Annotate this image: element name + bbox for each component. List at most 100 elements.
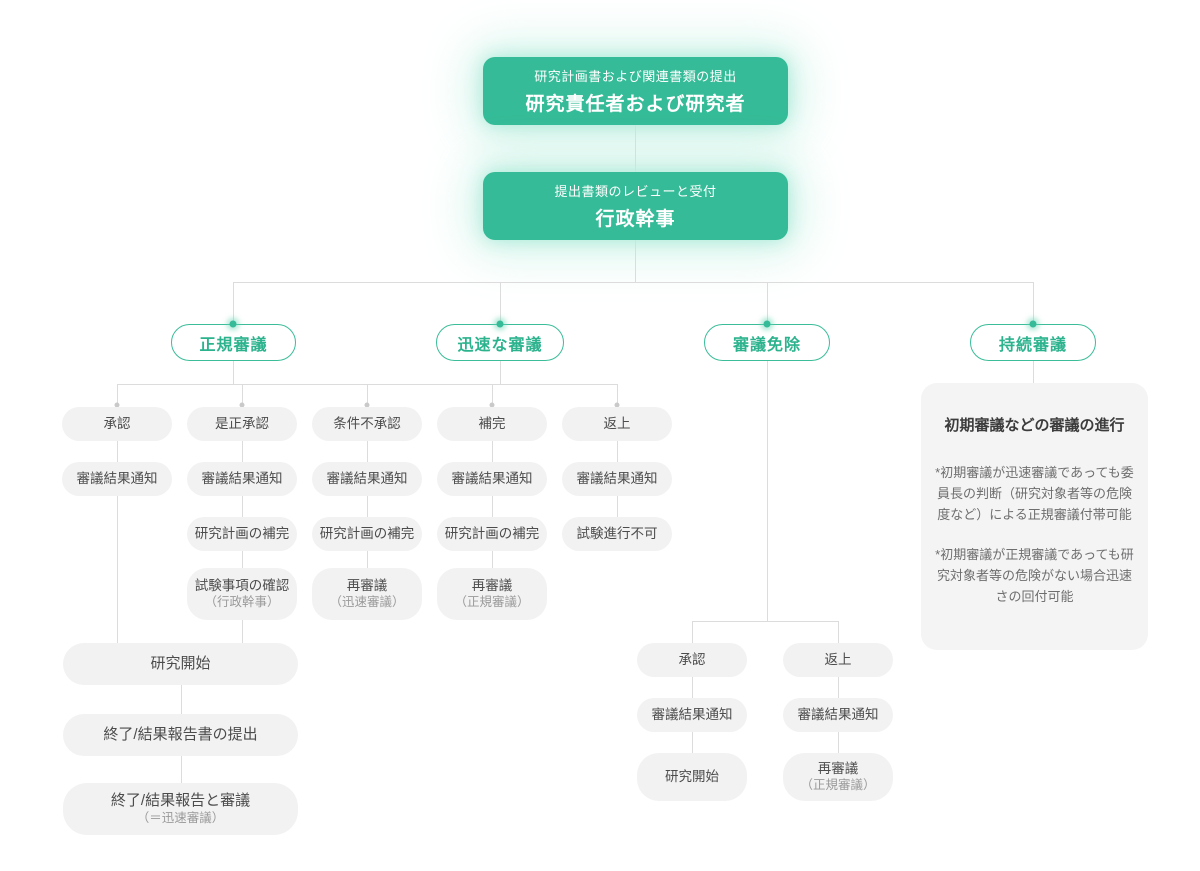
step-label: 試験進行不可 <box>576 525 658 541</box>
step-conditional-nonapproval: 条件不承認 <box>312 407 422 441</box>
step-rereview-regular: 再審議 （正規審議） <box>437 568 547 620</box>
step-study-start: 研究開始 <box>63 643 298 685</box>
step-result-notice: 審議結果通知 <box>312 462 422 496</box>
step-label: 試験事項の確認 <box>194 577 290 593</box>
step-label: 承認 <box>678 651 706 667</box>
connector-line <box>838 732 839 753</box>
step-label: 審議結果通知 <box>576 470 658 486</box>
step-supplement: 補完 <box>437 407 547 441</box>
connector-line <box>492 551 493 568</box>
branch-exempt-review: 審議免除 <box>704 324 830 361</box>
step-rereview-regular: 再審議 （正規審議） <box>783 753 893 801</box>
step-result-notice: 審議結果通知 <box>437 462 547 496</box>
connector-line <box>181 756 182 783</box>
step-label: 補完 <box>478 415 506 431</box>
note-paragraph-2: *初期審議が正規審議であっても研究対象者等の危険がない場合迅速さの回付可能 <box>935 547 1134 605</box>
step-trial-not-allowed: 試験進行不可 <box>562 517 672 551</box>
step-label: 研究計画の補完 <box>444 525 540 541</box>
connector-line <box>767 282 768 324</box>
connector-line <box>617 441 618 462</box>
note-title: 初期審議などの審議の進行 <box>944 417 1125 434</box>
step-corrective-approval: 是正承認 <box>187 407 297 441</box>
connector-line <box>492 496 493 517</box>
step-result-notice: 審議結果通知 <box>187 462 297 496</box>
connector-line <box>367 551 368 568</box>
connector-line <box>838 621 839 643</box>
connector-line <box>233 282 234 324</box>
step-result-notice: 審議結果通知 <box>637 698 747 732</box>
reception-box-title: 行政幹事 <box>595 209 676 230</box>
connector-line <box>233 282 1033 283</box>
step-confirm-items: 試験事項の確認 （行政幹事） <box>187 568 297 620</box>
step-label: 是正承認 <box>215 415 269 431</box>
connector-line <box>242 620 243 643</box>
connector-line <box>242 496 243 517</box>
step-approved: 承認 <box>637 643 747 677</box>
step-final-report-review: 終了/結果報告と審議 （＝迅速審議） <box>63 783 298 835</box>
connector-line <box>500 361 501 384</box>
step-label: 審議結果通知 <box>201 470 283 486</box>
node-dot-icon <box>114 402 120 408</box>
step-result-notice: 審議結果通知 <box>562 462 672 496</box>
step-label: 審議結果通知 <box>326 470 408 486</box>
connector-line <box>117 384 118 407</box>
connector-line <box>692 621 693 643</box>
connector-line <box>617 384 618 407</box>
step-study-start: 研究開始 <box>637 753 747 801</box>
step-label: 審議結果通知 <box>797 706 879 722</box>
node-dot-icon <box>364 402 370 408</box>
step-label: 審議結果通知 <box>651 706 733 722</box>
connector-line <box>767 361 768 621</box>
step-label: 返上 <box>824 651 852 667</box>
step-label: 再審議 <box>471 577 513 593</box>
connector-line <box>838 677 839 698</box>
connector-line <box>367 496 368 517</box>
note-paragraph-1: *初期審議が迅速審議であっても委員長の判断（研究対象者等の危険度など）による正規… <box>935 465 1134 523</box>
step-sublabel: （行政幹事） <box>204 594 280 609</box>
connector-line <box>692 732 693 753</box>
branch-expedited-review: 迅速な審議 <box>436 324 564 361</box>
connector-line <box>617 496 618 517</box>
step-result-notice: 審議結果通知 <box>783 698 893 732</box>
step-label: 返上 <box>603 415 631 431</box>
step-label: 終了/結果報告書の提出 <box>103 725 258 743</box>
reception-box-subtitle: 提出書類のレビューと受付 <box>554 184 717 199</box>
step-label: 研究開始 <box>150 654 211 672</box>
connector-line <box>1033 361 1034 383</box>
step-final-report-submission: 終了/結果報告書の提出 <box>63 714 298 756</box>
branch-exempt-label: 審議免除 <box>732 336 801 354</box>
step-label: 研究開始 <box>665 768 719 784</box>
node-dot-icon <box>496 320 504 328</box>
step-rereview-expedited: 再審議 （迅速審議） <box>312 568 422 620</box>
connector-line <box>367 384 368 407</box>
step-returned: 返上 <box>562 407 672 441</box>
connector-line <box>233 361 234 384</box>
step-label: 審議結果通知 <box>76 470 158 486</box>
continuing-review-note-card: 初期審議などの審議の進行 *初期審議が迅速審議であっても委員長の判断（研究対象者… <box>921 383 1148 650</box>
step-label: 終了/結果報告と審議 <box>110 791 251 809</box>
branch-continuing-label: 持続審議 <box>998 336 1067 354</box>
connector-line <box>117 496 118 643</box>
step-label: 条件不承認 <box>333 415 401 431</box>
step-sublabel: （正規審議） <box>454 594 530 609</box>
branch-regular-label: 正規審議 <box>199 336 268 354</box>
branch-regular-review: 正規審議 <box>171 324 296 361</box>
connector-line <box>492 384 493 407</box>
step-label: 研究計画の補完 <box>319 525 415 541</box>
reception-box: 提出書類のレビューと受付 行政幹事 <box>483 172 788 240</box>
connector-line <box>635 125 636 172</box>
submission-box-title: 研究責任者および研究者 <box>525 94 746 115</box>
step-label: 審議結果通知 <box>451 470 533 486</box>
node-dot-icon <box>229 320 237 328</box>
step-result-notice: 審議結果通知 <box>62 462 172 496</box>
connector-line <box>367 441 368 462</box>
connector-line <box>181 685 182 714</box>
connector-line <box>500 282 501 324</box>
step-sublabel: （迅速審議） <box>329 594 405 609</box>
submission-box: 研究計画書および関連書類の提出 研究責任者および研究者 <box>483 57 788 125</box>
step-label: 再審議 <box>346 577 388 593</box>
node-dot-icon <box>763 320 771 328</box>
connector-line <box>492 441 493 462</box>
branch-continuing-review: 持続審議 <box>970 324 1096 361</box>
